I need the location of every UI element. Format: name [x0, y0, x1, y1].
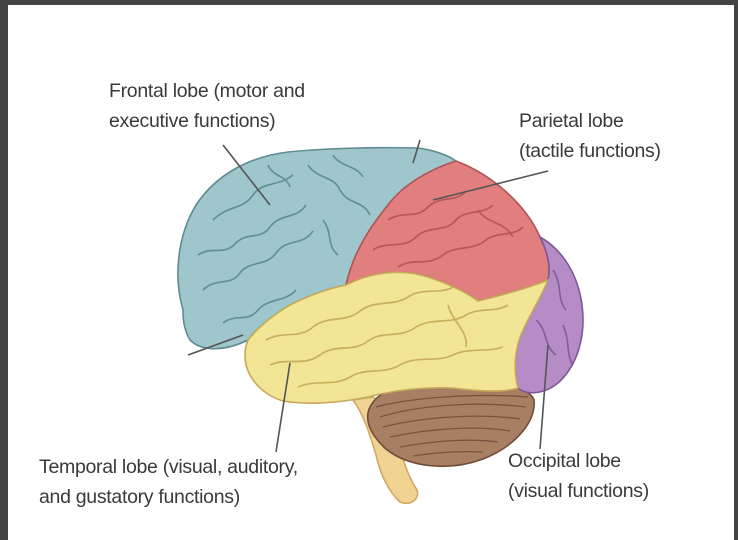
parietal-lobe-label-line1: Parietal lobe: [519, 106, 661, 136]
occipital-lobe-label-line2: (visual functions): [508, 476, 649, 506]
occipital-lobe-label: Occipital lobe (visual functions): [508, 446, 649, 506]
parietal-lobe-label-line2: (tactile functions): [519, 136, 661, 166]
temporal-lobe-label: Temporal lobe (visual, auditory, and gus…: [39, 452, 298, 512]
occipital-lobe-label-line1: Occipital lobe: [508, 446, 649, 476]
frontal-lobe-label-line1: Frontal lobe (motor and: [109, 76, 305, 106]
temporal-lobe-label-line2: and gustatory functions): [39, 482, 298, 512]
parietal-lobe-label: Parietal lobe (tactile functions): [519, 106, 661, 166]
temporal-lobe-label-line1: Temporal lobe (visual, auditory,: [39, 452, 298, 482]
frontal-lobe-label-line2: executive functions): [109, 106, 305, 136]
diagram-frame: Frontal lobe (motor and executive functi…: [8, 5, 734, 540]
frontal-lobe-label: Frontal lobe (motor and executive functi…: [109, 76, 305, 136]
